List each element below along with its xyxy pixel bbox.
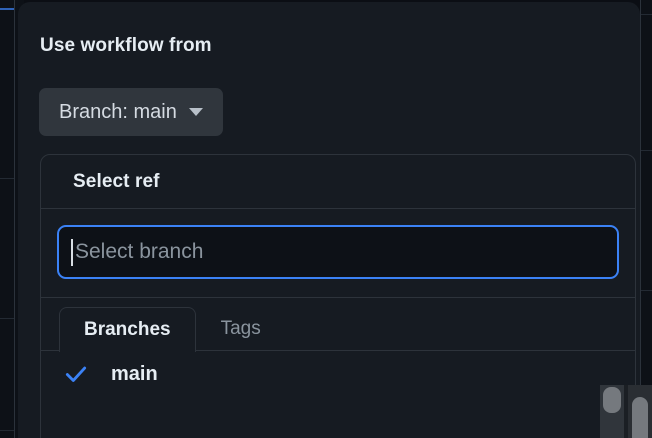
branch-list: main	[41, 351, 635, 397]
dialog-left-edge	[14, 0, 15, 438]
list-item-label: main	[111, 362, 158, 385]
backdrop-divider	[641, 290, 652, 291]
page-backdrop-right	[640, 0, 652, 438]
page-scrollbar[interactable]	[628, 385, 652, 438]
dialog-title: Use workflow from	[40, 35, 212, 56]
select-branch-search-box[interactable]	[57, 225, 619, 279]
select-ref-title: Select ref	[73, 170, 160, 192]
backdrop-divider	[0, 178, 14, 179]
tab-branches[interactable]: Branches	[59, 307, 196, 352]
use-workflow-from-dialog: Use workflow from Branch: main Select re…	[18, 2, 640, 438]
select-ref-search-row	[41, 209, 635, 298]
tab-tags[interactable]: Tags	[196, 306, 286, 351]
page-scrollbar-thumb[interactable]	[632, 397, 648, 438]
dialog-right-edge	[640, 0, 641, 438]
backdrop-divider	[0, 318, 14, 319]
branch-select-button-label: Branch: main	[59, 100, 177, 123]
backdrop-accent-line	[0, 8, 14, 10]
text-caret	[71, 238, 73, 266]
select-ref-popover: Select ref Branches Tags main	[40, 154, 636, 438]
select-ref-header: Select ref	[41, 155, 635, 209]
branch-select-button[interactable]: Branch: main	[39, 88, 223, 136]
check-icon	[65, 366, 87, 382]
list-scrollbar-thumb[interactable]	[603, 387, 621, 413]
ref-type-tablist: Branches Tags	[41, 298, 635, 352]
backdrop-divider	[641, 14, 652, 15]
backdrop-divider	[641, 150, 652, 151]
backdrop-divider	[0, 430, 14, 431]
select-branch-input[interactable]	[73, 227, 605, 277]
scrollbar-gap	[624, 385, 628, 438]
chevron-down-icon	[188, 108, 203, 116]
list-scrollbar[interactable]	[600, 385, 624, 438]
list-item[interactable]: main	[41, 351, 635, 397]
